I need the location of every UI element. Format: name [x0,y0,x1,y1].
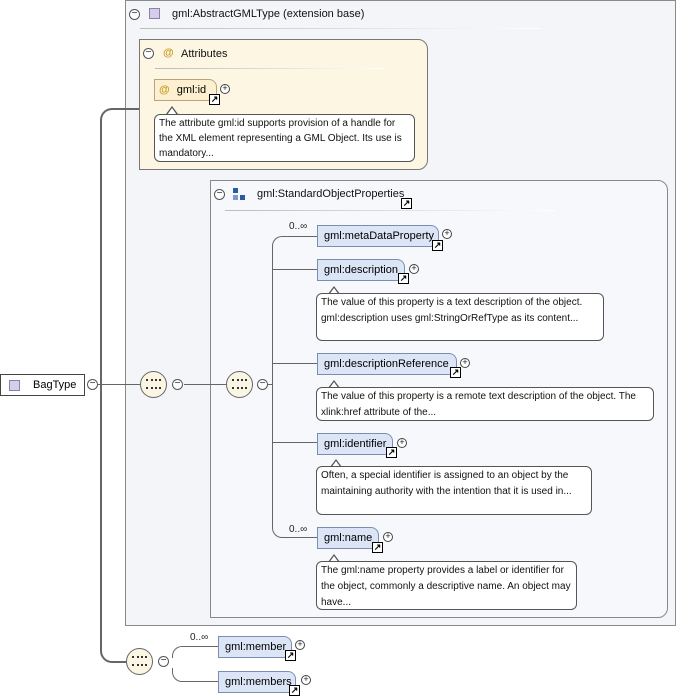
gml-identifier-expand-icon[interactable]: + [397,438,407,448]
std-props-connector-description [272,269,317,270]
gml-identifier-link-icon[interactable]: ↗ [386,447,397,458]
gml-id-attribute[interactable]: @ gml:id [154,79,217,101]
std-props-sequence-icon[interactable] [226,371,253,398]
std-props-bracket-vertical [272,245,273,527]
gml-id-documentation: The attribute gml:id supports provision … [154,114,415,162]
gml-description-element[interactable]: gml:description [317,259,405,281]
gml-description-expand-icon[interactable]: + [409,264,419,274]
bagtype-label: BagType [33,379,77,391]
gml-name-element[interactable]: gml:name [317,527,379,549]
metadata-cardinality: 0..∞ [289,221,308,232]
attributes-title: Attributes [181,48,228,60]
gml-identifier-label: gml:identifier [324,438,387,450]
gml-description-link-icon[interactable]: ↗ [398,273,409,284]
gml-identifier-doc-tail-inner [331,461,341,468]
gml-id-link-icon[interactable]: ↗ [209,94,220,105]
group-icon [233,188,247,202]
attribute-icon: @ [163,47,174,59]
gml-members-link-icon[interactable]: ↗ [289,685,300,696]
members-choice-icon[interactable] [126,648,153,675]
gml-identifier-documentation: Often, a special identifier is assigned … [316,466,592,515]
sequence-compositor-glyph [146,379,161,389]
root-to-sequence-line [98,384,140,385]
members-bracket-top-curve [172,646,184,658]
gml-member-expand-icon[interactable]: + [295,640,305,650]
members-connector [184,681,218,682]
std-props-connector-identifier [272,442,317,443]
gml-member-link-icon[interactable]: ↗ [285,650,296,661]
gml-name-expand-icon[interactable]: + [383,532,393,542]
gml-descriptionreference-doc-tail-inner [329,382,339,389]
std-props-bracket-bottom-curve [272,526,284,538]
std-props-sequence-to-bracket-line [268,384,273,385]
standard-object-properties-label: gml:StandardObjectProperties [257,188,405,200]
std-props-bracket-top-curve [272,236,284,248]
std-props-connector-descref [272,363,317,364]
gml-metadataproperty-element[interactable]: gml:metaDataProperty [317,225,439,247]
attributes-underline [155,68,385,69]
root-bracket-bottom-curve [100,649,114,663]
gml-description-documentation: The value of this property is a text des… [316,293,604,341]
gml-members-element[interactable]: gml:members [218,671,296,693]
std-props-connector-name [284,537,317,538]
name-cardinality: 0..∞ [289,524,308,535]
members-choice-collapse-icon[interactable]: − [158,656,169,667]
gml-descriptionreference-label: gml:descriptionReference [324,358,449,370]
root-bracket-vertical [100,119,102,650]
gml-metadataproperty-label: gml:metaDataProperty [324,230,435,242]
abstract-gml-type-collapse-icon[interactable]: − [129,9,140,20]
gml-id-label: gml:id [176,84,207,96]
complex-type-icon [149,8,160,19]
standard-object-properties-underline [225,210,555,211]
gml-descriptionreference-documentation: The value of this property is a remote t… [316,387,654,421]
gml-member-element[interactable]: gml:member [218,636,292,658]
members-choice-glyph [132,656,147,666]
gml-name-label: gml:name [324,532,373,544]
standard-object-properties-collapse-icon[interactable]: − [214,189,225,200]
sequence-compositor-icon[interactable] [140,371,167,398]
root-to-attributes-line [112,108,139,110]
gml-member-label: gml:member [225,641,287,653]
gml-metadataproperty-link-icon[interactable]: ↗ [432,240,443,251]
bagtype-collapse-icon[interactable]: − [87,379,98,390]
gml-descriptionreference-element[interactable]: gml:descriptionReference [317,353,457,375]
abstract-gml-type-underline [140,28,540,29]
attributes-collapse-icon[interactable]: − [143,48,154,59]
bagtype-node[interactable]: BagType [0,374,85,396]
gml-name-documentation: The gml:name property provides a label o… [316,561,577,610]
member-cardinality: 0..∞ [190,632,209,643]
sequence-collapse-icon[interactable]: − [172,379,183,390]
gml-description-label: gml:description [324,264,398,276]
gml-name-link-icon[interactable]: ↗ [372,542,383,553]
gml-members-label: gml:members [225,676,292,688]
std-props-sequence-collapse-icon[interactable]: − [257,379,268,390]
gml-id-expand-icon[interactable]: + [220,84,230,94]
gml-name-doc-tail-inner [329,556,339,563]
gml-descriptionreference-expand-icon[interactable]: + [460,358,470,368]
members-bracket-bottom-curve [172,668,184,682]
gml-id-doc-tail-inner [167,108,177,115]
sequence-to-std-props-line [184,384,226,385]
gml-description-doc-tail-inner [329,288,339,295]
root-to-choice-line [112,661,126,663]
attribute-icon: @ [159,84,170,96]
root-bracket-top-curve [100,108,114,122]
member-connector [184,646,218,647]
abstract-gml-type-label: gml:AbstractGMLType (extension base) [172,8,365,20]
std-props-sequence-glyph [232,379,247,389]
std-props-connector-top [284,236,317,237]
complex-type-icon [9,380,20,391]
gml-metadataproperty-expand-icon[interactable]: + [442,229,452,239]
standard-object-properties-link-icon[interactable]: ↗ [401,198,412,209]
gml-descriptionreference-link-icon[interactable]: ↗ [450,367,461,378]
gml-identifier-element[interactable]: gml:identifier [317,433,393,455]
gml-members-expand-icon[interactable]: + [301,675,311,685]
